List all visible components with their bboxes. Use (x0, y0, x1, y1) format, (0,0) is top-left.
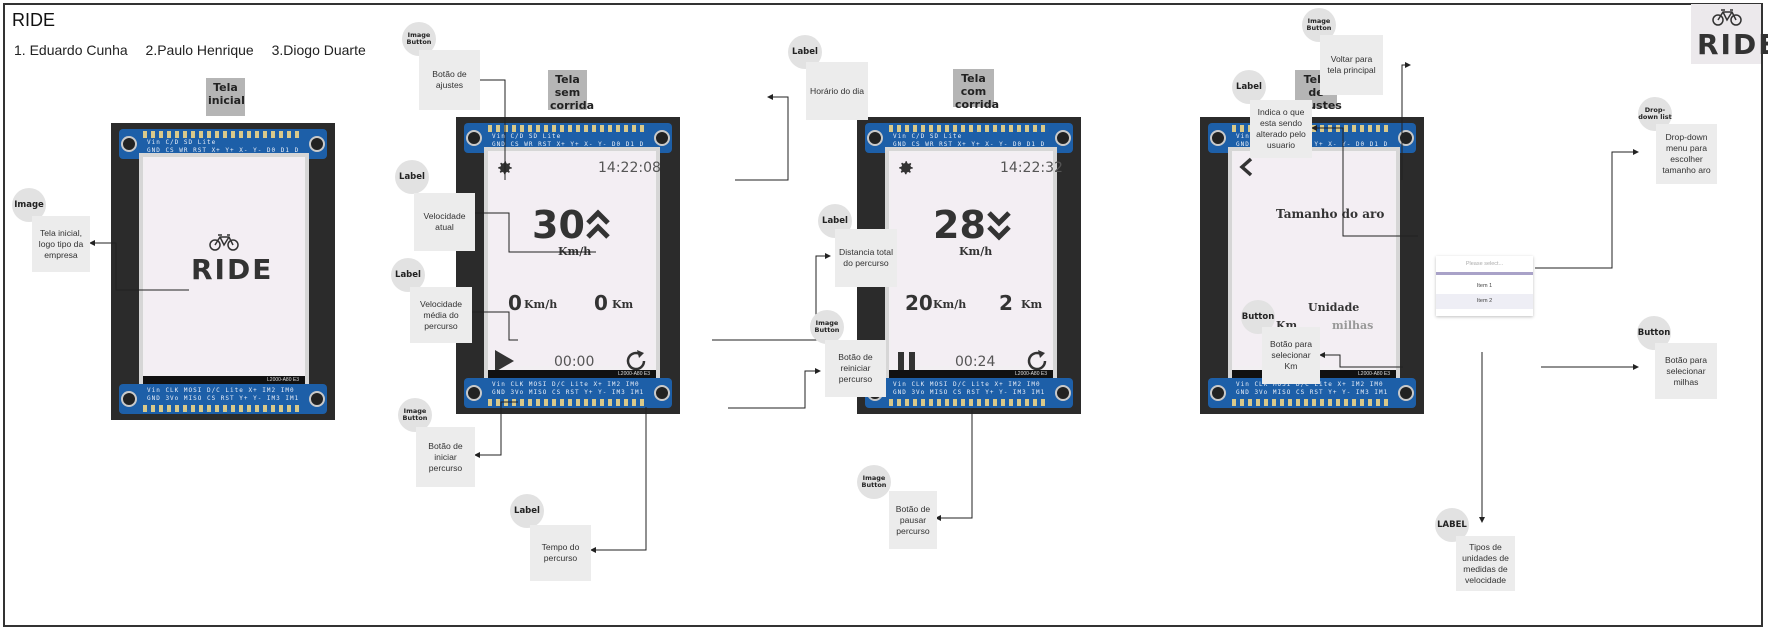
annotation-note: Botão de ajustes (419, 50, 480, 110)
distance-value: 2 (999, 291, 1013, 315)
speed-value: 30 (532, 203, 585, 247)
dropdown-item[interactable]: Item 2 (1436, 294, 1533, 309)
avg-speed-value: 0 (508, 291, 522, 315)
avg-speed-value: 20 (905, 291, 933, 315)
pcb-label: GND 3Vo MISO CS RST Y+ Y- IM3 IM1 CCS (492, 389, 644, 396)
lcd-ribbon: L2000-A80 E3 (488, 370, 656, 380)
pcb-label: GND 3Vo MISO CS RST Y+ Y- IM3 IM1 CCS (1236, 389, 1388, 396)
annotation-note: Velocidade atual (414, 193, 475, 251)
miles-option-button[interactable]: milhas (1332, 319, 1374, 332)
pause-icon[interactable] (897, 351, 917, 373)
pcb-header-bottom: Vin CLK MOSI D/C Lite X+ IM2 IM0 CD GND … (119, 384, 327, 414)
splash-logo: RIDE (191, 253, 274, 286)
brand-logo: RIDE (1691, 4, 1768, 64)
dropdown-item[interactable]: Item 1 (1476, 283, 1493, 289)
pcb-label: Vin CLK MOSI D/C Lite X+ IM2 IM0 CD (492, 381, 644, 388)
lcd-ribbon: L2000-A80 E3 (889, 370, 1053, 380)
annotation-tag: Label (391, 258, 425, 292)
annotation-note: Botão de iniciar percurso (416, 427, 475, 487)
clock-label: 14:22:32 (1000, 160, 1063, 176)
annotation-note: Tipos de unidades de medidas de velocida… (1456, 536, 1515, 591)
chevron-left-icon[interactable] (1238, 157, 1254, 177)
avg-speed-unit: Km/h (524, 298, 558, 311)
speed-value: 28 (933, 203, 986, 247)
annotation-note: Indica o que esta sendo alterado pelo us… (1250, 100, 1312, 158)
pcb-label: GND CS WR RST X+ Y+ X- Y- D0 D1 D2 D3 D4… (492, 141, 644, 148)
device-tela-com-corrida: Vin C/D SD Lite GND CS WR RST X+ Y+ X- Y… (857, 117, 1081, 414)
pcb-header-bottom: Vin CLK MOSI D/C Lite X+ IM2 IM0 CD GND … (865, 378, 1073, 408)
annotation-note: Voltar para tela principal (1320, 35, 1383, 95)
annotation-tag: Image Button (810, 310, 844, 344)
bicycle-icon (1712, 9, 1742, 26)
lcd-ribbon: L2000-A80 E3 (143, 376, 305, 386)
annotation-note: Horário do dia (806, 62, 868, 120)
pcb-label: GND 3Vo MISO CS RST Y+ Y- IM3 IM1 CCS (893, 389, 1045, 396)
device-tela-sem-corrida: Vin C/D SD Lite GND CS WR RST X+ Y+ X- Y… (456, 117, 680, 414)
pcb-label: Vin C/D SD Lite (147, 139, 217, 146)
team-member-1: 1. Eduardo Cunha (14, 42, 128, 58)
distance-unit: Km (1021, 298, 1043, 311)
pcb-label: Vin C/D SD Lite (893, 133, 963, 140)
timer-label: 00:24 (955, 354, 996, 370)
annotation-tag: Label (510, 494, 544, 528)
brand-logo-text: RIDE (1697, 28, 1768, 61)
annotation-note: Botão para selecionar milhas (1655, 343, 1717, 399)
screen-title-sem-corrida: Tela sem corrida (548, 70, 594, 112)
distance-unit: Km (612, 298, 634, 311)
lcd-screen: RIDE L2000-A80 E3 (139, 153, 309, 390)
annotation-note: Distancia total do percurso (835, 229, 897, 287)
annotation-note: Botão de pausar percurso (889, 491, 937, 549)
lcd-screen: 14:22:32 28 Km/h 20 Km/h 2 Km 00:24 L200… (885, 147, 1063, 384)
unit-label: Unidade (1308, 301, 1360, 314)
timer-label: 00:00 (554, 354, 595, 370)
diagram-title: RIDE (12, 10, 56, 30)
speed-unit: Km/h (959, 245, 993, 258)
pcb-label: GND 3Vo MISO CS RST Y+ Y- IM3 IM1 CCS (147, 395, 299, 402)
restart-icon[interactable] (624, 349, 648, 373)
annotation-note: Tempo do percurso (530, 525, 591, 581)
distance-value: 0 (594, 291, 608, 315)
annotation-note: Drop-down menu para escolher tamanho aro (1656, 124, 1717, 184)
device-tela-inicial: Vin C/D SD Lite GND CS WR RST X+ Y+ X- Y… (111, 123, 335, 420)
pcb-label: GND CS WR RST X+ Y+ X- Y- D0 D1 D2 D3 D4… (147, 147, 299, 154)
gear-icon[interactable] (897, 159, 915, 177)
screen-title-inicial: Tela inicial (206, 78, 245, 116)
annotation-tag: Label (395, 160, 429, 194)
pcb-label: Vin CLK MOSI D/C Lite X+ IM2 IM0 CD (147, 387, 299, 394)
canvas-frame (3, 3, 1763, 627)
play-icon[interactable] (493, 349, 515, 373)
annotation-note: Botão para selecionar Km (1262, 327, 1320, 384)
annotation-tag: Label (1232, 70, 1266, 104)
bicycle-icon (209, 234, 239, 251)
pcb-label: GND CS WR RST X+ Y+ X- Y- D0 D1 D2 D3 D4… (893, 141, 1045, 148)
device-tela-ajustes: Vin C/D SD Lite GND CS WR RST X+ Y+ X- Y… (1200, 117, 1424, 414)
pcb-label: Vin CLK MOSI D/C Lite X+ IM2 IM0 CD (1236, 381, 1388, 388)
annotation-tag: Image Button (398, 398, 432, 432)
pcb-label: GND CS WR RST X+ Y+ X- Y- D0 D1 D2 D3 D4… (1236, 141, 1388, 148)
team-member-3: 3.Diogo Duarte (271, 42, 366, 58)
dropdown-placeholder[interactable]: Please select... (1436, 256, 1533, 275)
double-chevron-down-icon (987, 211, 1011, 241)
team-members: 1. Eduardo Cunha 2.Paulo Henrique 3.Diog… (14, 42, 380, 58)
avg-speed-unit: Km/h (933, 298, 967, 311)
annotation-note: Botão de reiniciar percurso (825, 340, 886, 397)
rim-size-label: Tamanho do aro (1276, 207, 1385, 221)
rim-size-dropdown[interactable]: Please select... Item 1 Item 2 (1436, 256, 1533, 316)
pcb-label: Vin C/D SD Lite (492, 133, 562, 140)
team-member-2: 2.Paulo Henrique (145, 42, 254, 58)
pcb-label: Vin CLK MOSI D/C Lite X+ IM2 IM0 CD (893, 381, 1045, 388)
pcb-header-bottom: Vin CLK MOSI D/C Lite X+ IM2 IM0 CD GND … (464, 378, 672, 408)
annotation-note: Tela inicial, logo tipo da empresa (32, 216, 90, 272)
annotation-tag: Image Button (857, 465, 891, 499)
clock-label: 14:22:08 (598, 160, 661, 176)
restart-icon[interactable] (1025, 349, 1049, 373)
double-chevron-up-icon (586, 209, 610, 239)
annotation-note: Velocidade média do percurso (410, 287, 472, 343)
screen-title-com-corrida: Tela com corrida (953, 69, 999, 111)
